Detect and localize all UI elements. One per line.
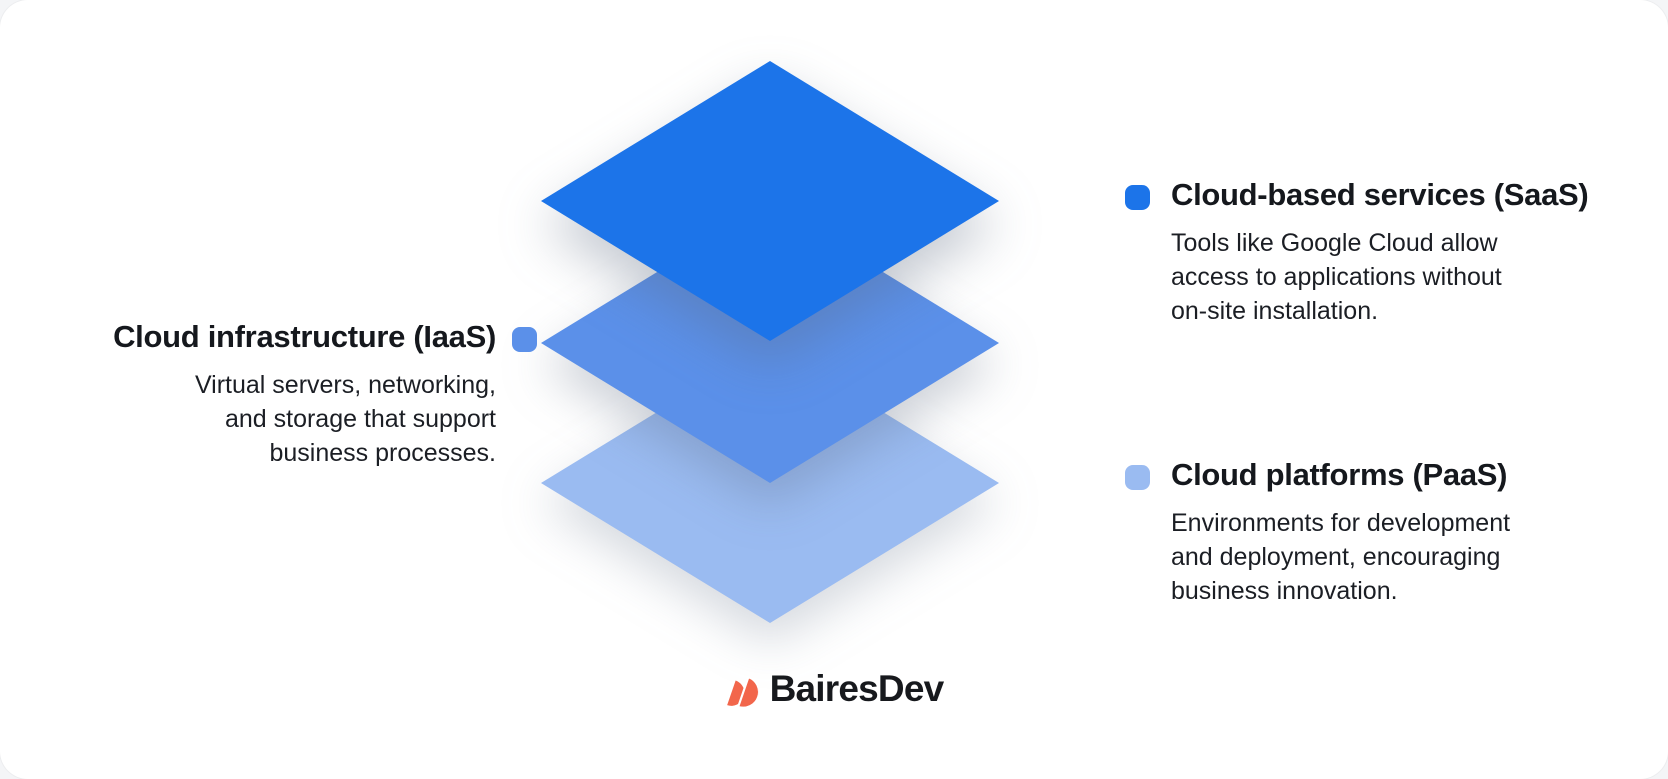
iaas-title: Cloud infrastructure (IaaS)	[113, 319, 496, 354]
bairesdev-logo-icon	[727, 675, 759, 708]
saas-title: Cloud-based services (SaaS)	[1171, 177, 1589, 212]
saas-layer-diamond	[541, 61, 999, 341]
iaas-label-block: Cloud infrastructure (IaaS) Virtual serv…	[113, 318, 537, 470]
paas-description: Environments for development and deploym…	[1171, 509, 1511, 606]
iaas-bullet-icon	[512, 327, 537, 352]
saas-label-block: Cloud-based services (SaaS) Tools like G…	[1125, 176, 1589, 328]
bairesdev-logo: BairesDev	[725, 668, 944, 710]
iaas-layer-diamond	[541, 203, 999, 483]
iaas-description: Virtual servers, networking, and storage…	[194, 371, 496, 468]
saas-description: Tools like Google Cloud allow access to …	[1171, 229, 1502, 326]
paas-bullet-icon	[1125, 465, 1150, 490]
saas-bullet-icon	[1125, 185, 1150, 210]
brand-name: BairesDev	[769, 668, 945, 709]
paas-title: Cloud platforms (PaaS)	[1171, 457, 1508, 492]
paas-label-block: Cloud platforms (PaaS) Environments for …	[1125, 456, 1510, 608]
